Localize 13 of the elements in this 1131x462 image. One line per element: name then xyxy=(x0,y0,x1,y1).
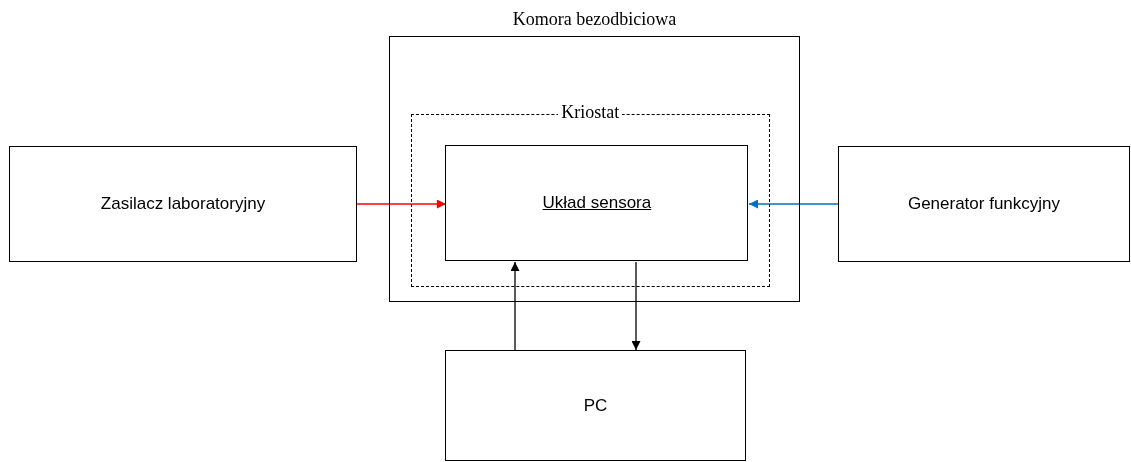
arrow xyxy=(631,261,641,351)
box-label: Układ sensora xyxy=(542,193,652,214)
arrow xyxy=(510,261,520,351)
box-label: Generator funkcyjny xyxy=(907,194,1061,214)
block-box xyxy=(838,146,1130,262)
box-label: PC xyxy=(583,395,608,416)
box-heading: Komora bezodbiciowa xyxy=(511,9,678,30)
block-box xyxy=(445,350,746,461)
box-label: Zasilacz laboratoryjny xyxy=(100,194,266,214)
block-box xyxy=(9,146,357,262)
arrow xyxy=(748,199,839,209)
arrow xyxy=(356,199,447,209)
block-box xyxy=(445,145,749,262)
